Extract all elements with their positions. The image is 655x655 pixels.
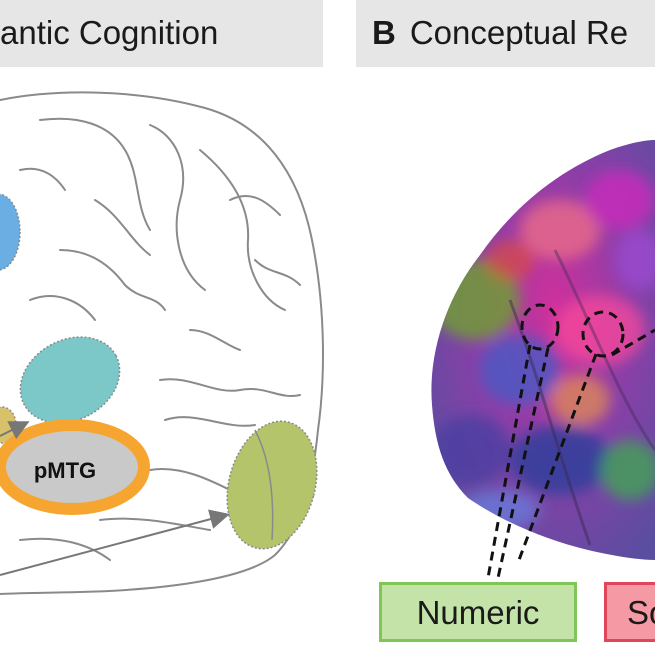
numeric-roi [520, 303, 560, 351]
blue-region [0, 193, 21, 271]
social-roi [581, 310, 625, 358]
panel-b-letter: B [372, 14, 396, 51]
panel-b-header: B Conceptual Re [356, 0, 655, 67]
panel-a-header: antic Cognition [0, 0, 323, 67]
panel-b-title: Conceptual Re [409, 14, 629, 51]
social-label: So [604, 582, 655, 642]
panel-a-title: antic Cognition [0, 14, 219, 51]
brain-outline [0, 91, 324, 595]
green-region [226, 420, 318, 550]
connection-arrows [0, 421, 230, 576]
pmtg-label: pMTG [34, 458, 96, 483]
numeric-label: Numeric [379, 582, 577, 642]
pmtg-ring [0, 419, 150, 515]
roi-markers [486, 303, 655, 579]
colored-brain [431, 140, 655, 560]
brain-regions [0, 193, 318, 550]
teal-region [19, 336, 121, 424]
panel-b-heading: B Conceptual Re [372, 14, 628, 52]
